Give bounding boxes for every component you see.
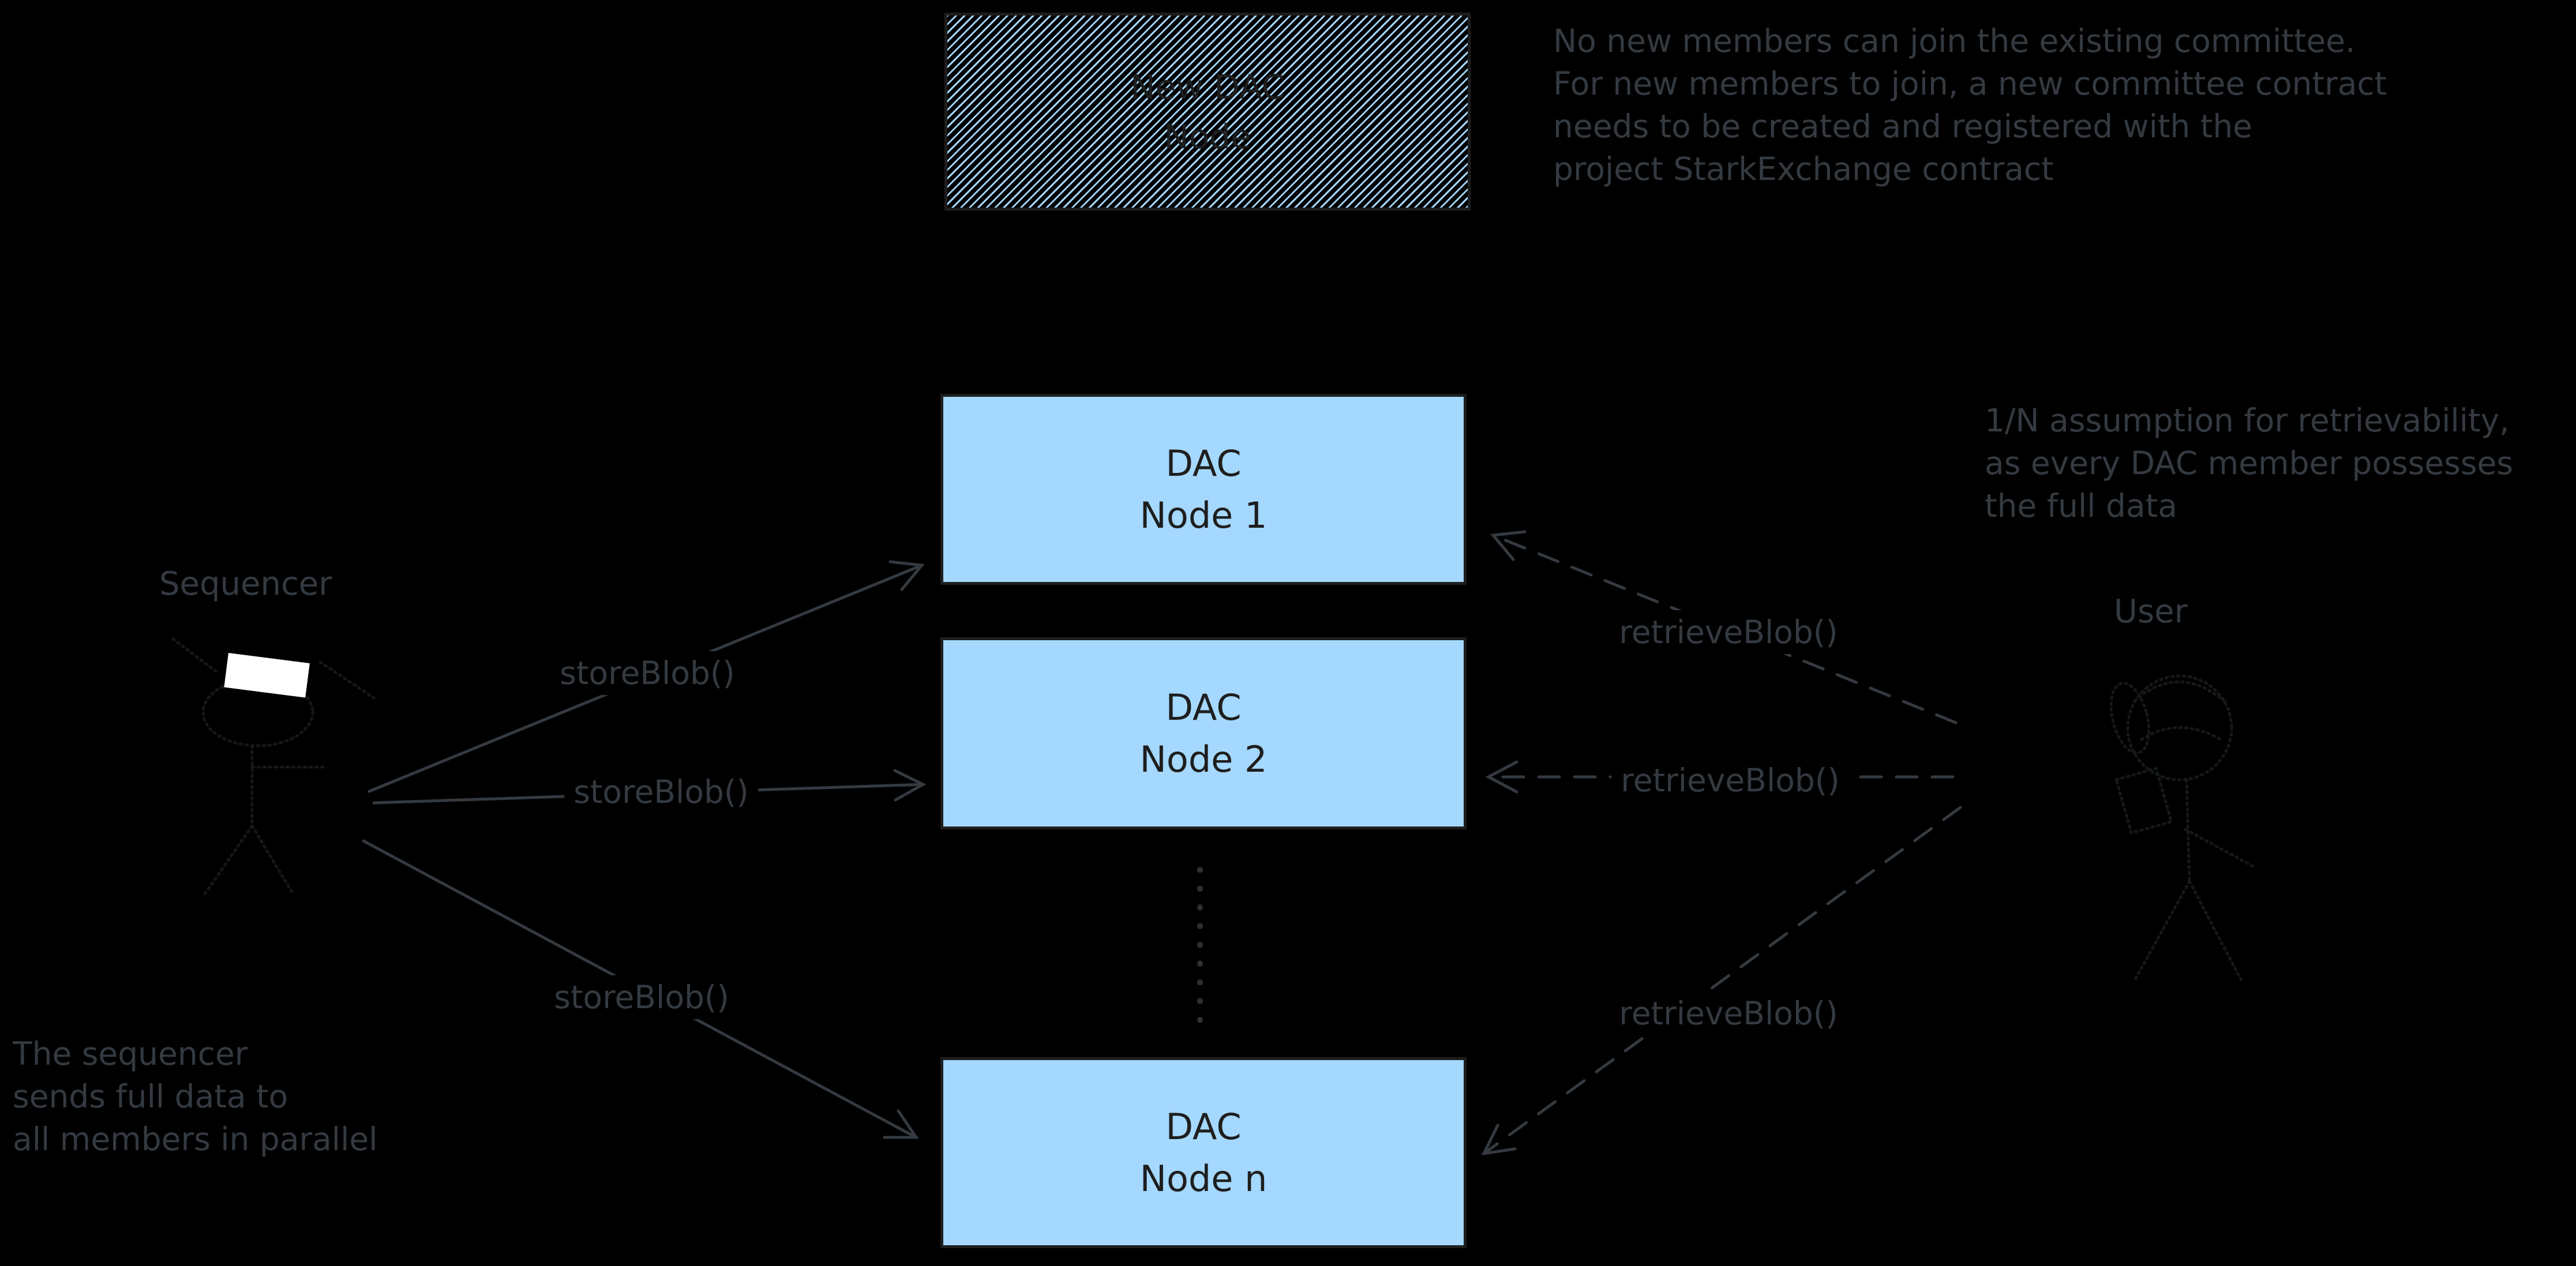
store-blob-label-3: storeBlob() xyxy=(545,975,738,1019)
store-blob-label-2: storeBlob() xyxy=(564,770,758,814)
sequencer-robot-icon xyxy=(171,637,376,896)
new-dac-node-label-line2: Node xyxy=(1164,117,1251,156)
retrieve-blob-arrow-noden xyxy=(1481,806,1962,1156)
committee-note-line4: project StarkExchange contract xyxy=(1553,151,2054,187)
committee-note-line1: No new members can join the existing com… xyxy=(1553,22,2356,59)
retrievability-note-line3: the full data xyxy=(1985,487,2177,524)
dac-node-2-box: DAC Node 2 xyxy=(940,637,1467,829)
retrieve-blob-label-2: retrieveBlob() xyxy=(1611,758,1849,802)
dac-node-2-label-line2: Node 2 xyxy=(1139,738,1268,780)
sequencer-label: Sequencer xyxy=(159,565,332,603)
committee-note-line2: For new members to join, a new committee… xyxy=(1553,65,2387,102)
sequencer-note-line1: The sequencer xyxy=(13,1035,248,1072)
committee-note: No new members can join the existing com… xyxy=(1553,20,2387,190)
new-dac-node-box: New DAC Node xyxy=(944,13,1471,211)
committee-note-line3: needs to be created and registered with … xyxy=(1553,108,2253,145)
store-blob-label-1: storeBlob() xyxy=(550,651,744,695)
dac-node-1-label-line1: DAC xyxy=(1165,442,1242,484)
retrieve-blob-label-3: retrieveBlob() xyxy=(1610,991,1847,1035)
dac-node-2-label-line1: DAC xyxy=(1165,686,1242,728)
new-dac-node-label-line1: New DAC xyxy=(1130,67,1285,107)
sequencer-note: The sequencer sends full data to all mem… xyxy=(13,1032,377,1160)
sequencer-note-line2: sends full data to xyxy=(13,1078,288,1115)
retrievability-note-line2: as every DAC member possesses xyxy=(1985,445,2513,482)
dac-node-n-box: DAC Node n xyxy=(940,1057,1467,1248)
sequencer-note-line3: all members in parallel xyxy=(13,1121,378,1158)
dac-node-1-label-line2: Node 1 xyxy=(1139,494,1268,536)
dac-node-1-box: DAC Node 1 xyxy=(940,394,1467,585)
user-label: User xyxy=(2114,593,2188,630)
retrievability-note: 1/N assumption for retrievability, as ev… xyxy=(1985,399,2513,527)
retrieve-blob-label-1: retrieveBlob() xyxy=(1610,610,1847,654)
user-person-icon xyxy=(2109,674,2255,982)
retrievability-note-line1: 1/N assumption for retrievability, xyxy=(1985,402,2510,439)
dac-node-n-label-line2: Node n xyxy=(1139,1157,1268,1200)
robot-screen-highlight xyxy=(224,653,310,698)
dac-node-n-label-line1: DAC xyxy=(1165,1105,1242,1148)
